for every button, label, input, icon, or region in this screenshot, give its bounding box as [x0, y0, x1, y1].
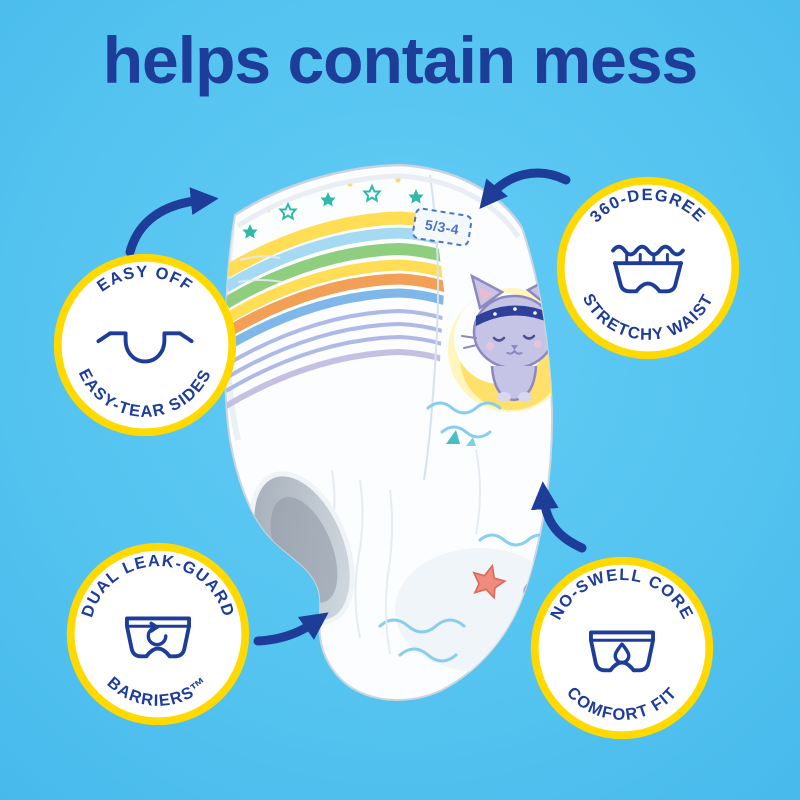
badge-ring [53, 253, 237, 437]
badge-no-swell-core: NO-SWELL CORE COMFORT FIT [530, 556, 714, 740]
wave-crest [446, 430, 460, 444]
size-tag-label: 5/3-4 [424, 216, 461, 237]
stretchy-waist-icon [611, 244, 685, 294]
headband-dot [493, 312, 497, 316]
cat-cheek [534, 340, 542, 348]
leak-guard-barriers-icon [125, 616, 191, 659]
cat-whiskers [461, 333, 553, 355]
cat-cheek [486, 342, 494, 350]
waistband-stripes [225, 211, 444, 426]
badge-easy-off: EASY OFF EASY-TEAR SIDES [53, 253, 237, 437]
headband-dot [533, 311, 537, 315]
headband-dot [513, 307, 517, 311]
wave-crest-small [466, 437, 476, 446]
cat-body [490, 365, 538, 402]
badge-ring [556, 176, 740, 360]
curved-arrow-to-leg-barrier [253, 612, 329, 646]
badge-ring [530, 556, 714, 740]
cat-paw [518, 392, 532, 402]
badge-ring [66, 542, 250, 726]
badge-stretchy-waist: 360-DEGREE STRETCHY WAIST [556, 176, 740, 360]
easy-off-tabs-icon [96, 331, 194, 364]
headline: helps contain mess [102, 23, 699, 97]
curved-arrow-to-waist-left [125, 187, 219, 257]
cat-nose [511, 345, 518, 350]
diaper-product-image: 5/3-4 [224, 163, 554, 701]
size-tag: 5/3-4 [412, 207, 473, 247]
cat-headband [476, 305, 552, 326]
no-swell-core-icon [589, 630, 655, 673]
crinkle-texture [237, 255, 481, 655]
cat-inner-ear-left [478, 286, 493, 302]
cat-paw [497, 392, 511, 402]
badge-leak-guard: DUAL LEAK-GUARD BARRIERS™ [66, 542, 250, 726]
curved-arrow-to-waist-right [479, 168, 571, 209]
curved-arrow-to-core [530, 481, 587, 553]
cat-moon-scene [378, 271, 553, 663]
cat-closed-eyes [492, 334, 536, 342]
